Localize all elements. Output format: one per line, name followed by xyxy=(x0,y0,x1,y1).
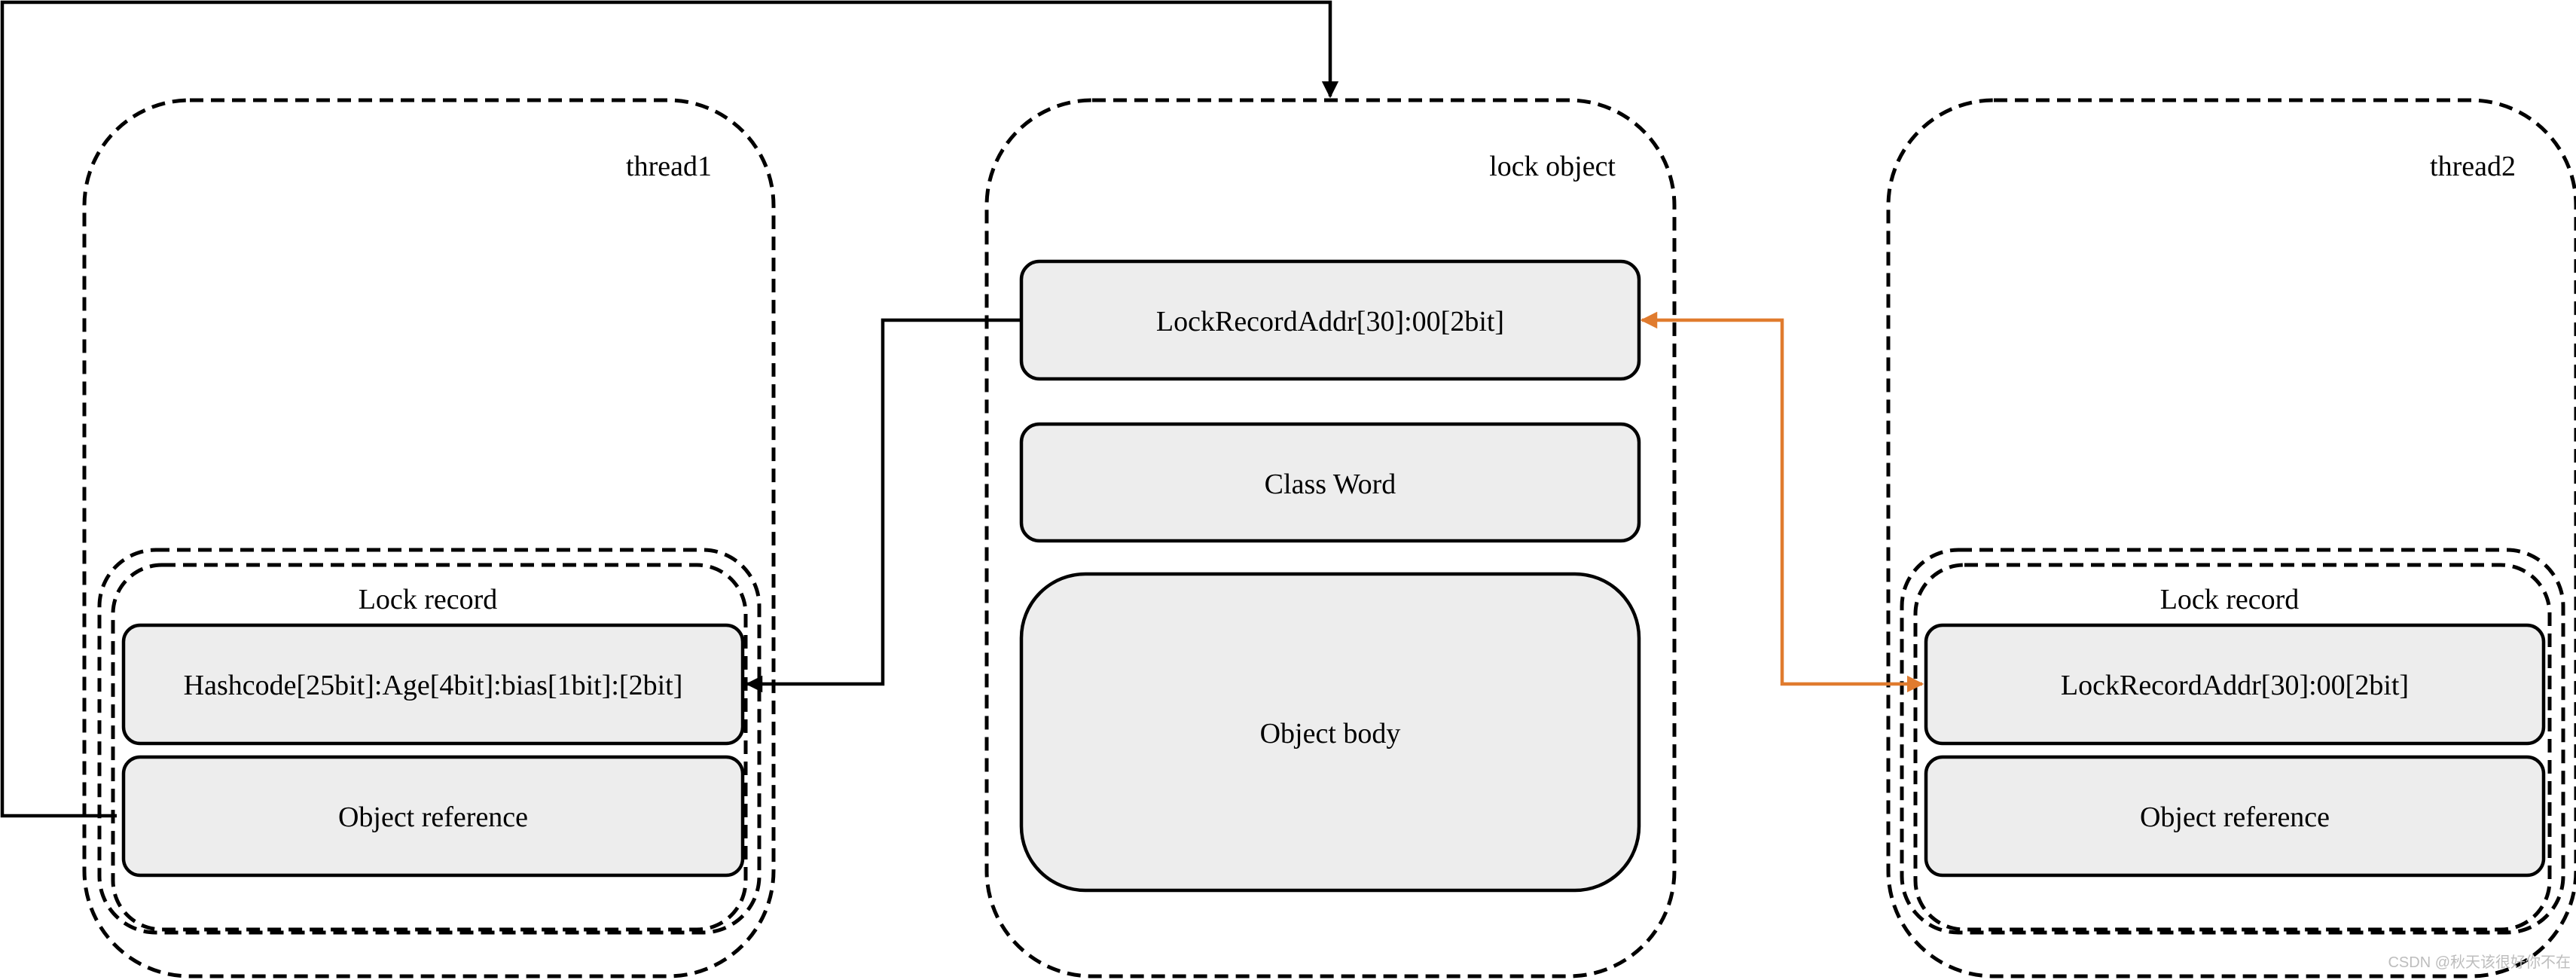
object-reference-to-lock-object-arrow xyxy=(0,0,1339,818)
thread1-lock-record-title: Lock record xyxy=(359,584,498,615)
lock-object-to-lock-record-arrow xyxy=(745,318,1021,693)
thread2-lock-record-outer xyxy=(1900,548,2565,935)
thread2-mark-word-box xyxy=(1924,623,2546,746)
thread2-lock-record: Lock record LockRecordAddr[30]:00[2bit] … xyxy=(1900,548,2565,935)
thread2-group: thread2 Lock record LockRecordAddr[30]:0… xyxy=(1886,98,2576,978)
class-word-box xyxy=(1019,422,1641,543)
thread2-mark-word-text: LockRecordAddr[30]:00[2bit] xyxy=(2061,670,2409,701)
thread1-lock-record-outer xyxy=(97,548,762,935)
thread1-object-reference-text: Object reference xyxy=(338,801,528,833)
thread1-lock-record: Lock record Hashcode[25bit]:Age[4bit]:bi… xyxy=(97,548,762,935)
thread2-lock-record-inner xyxy=(1913,563,2552,932)
thread1-lock-record-inner xyxy=(111,563,748,932)
thread2-title: thread2 xyxy=(2430,151,2516,182)
thread1-object-reference-box xyxy=(121,755,745,878)
thread1-container xyxy=(82,98,776,978)
lock-object-group: lock object LockRecordAddr[30]:00[2bit] … xyxy=(984,98,1677,978)
thread1-mark-word-box xyxy=(121,623,745,746)
object-body-text: Object body xyxy=(1260,718,1401,750)
thread1-group: thread1 Lock record Hashcode[25bit]:Age[… xyxy=(82,98,776,978)
connectors xyxy=(0,0,1924,818)
watermark-text: CSDN @秋天该很好你不在 xyxy=(2388,954,2571,971)
lock-object-title: lock object xyxy=(1489,151,1616,182)
cas-exchange-arrow xyxy=(1640,311,1924,693)
object-body-box xyxy=(1019,572,1641,893)
thread1-title: thread1 xyxy=(626,151,712,182)
thread2-lock-record-title: Lock record xyxy=(2160,584,2300,615)
thread2-object-reference-text: Object reference xyxy=(2140,801,2330,833)
thread1-mark-word-text: Hashcode[25bit]:Age[4bit]:bias[1bit]:[2b… xyxy=(184,670,683,701)
lock-object-mark-word-text: LockRecordAddr[30]:00[2bit] xyxy=(1156,306,1504,337)
class-word-text: Class Word xyxy=(1265,469,1396,500)
thread2-object-reference-box xyxy=(1924,755,2546,878)
